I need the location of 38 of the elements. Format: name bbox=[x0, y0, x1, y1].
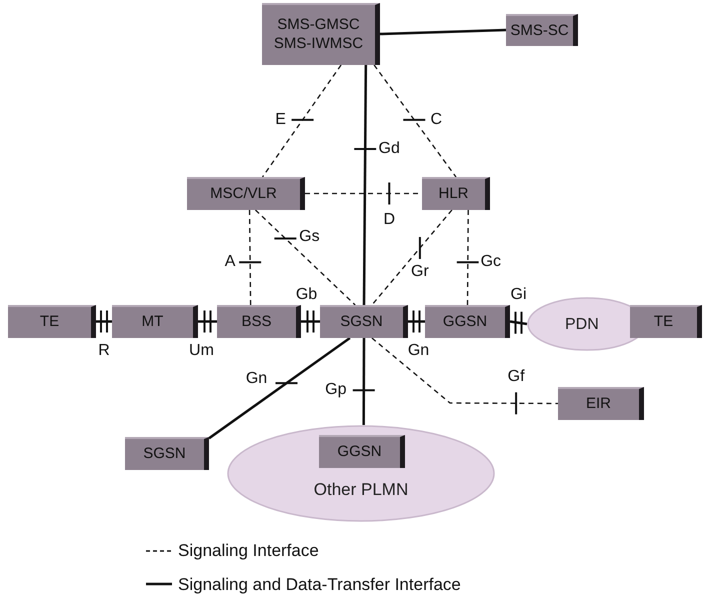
network-element-box: SMS-SC bbox=[506, 14, 578, 46]
network-element-box: TE bbox=[8, 305, 96, 338]
network-element-box: GGSN bbox=[319, 435, 405, 468]
interface-line bbox=[198, 320, 217, 323]
interface-line bbox=[371, 210, 452, 306]
interface-line bbox=[301, 320, 320, 323]
interface-line bbox=[374, 64, 457, 178]
network-label: Other PLMN bbox=[312, 478, 410, 500]
interface-line bbox=[255, 210, 356, 306]
interface-line bbox=[362, 65, 368, 305]
network-label: PDN bbox=[565, 315, 599, 335]
interface-label: Gb bbox=[294, 286, 320, 302]
interface-line bbox=[262, 64, 342, 178]
legend-text: Signaling and Data-Transfer Interface bbox=[178, 574, 461, 596]
network-element-box: HLR bbox=[422, 177, 490, 210]
interface-label: Um bbox=[187, 342, 216, 358]
interface-label: Gp bbox=[323, 382, 348, 398]
network-element-box: SGSN bbox=[125, 437, 209, 470]
network-element-box: EIR bbox=[558, 387, 644, 420]
interface-line bbox=[96, 320, 112, 323]
interface-label: Gs bbox=[297, 228, 322, 244]
interface-line bbox=[208, 336, 351, 440]
network-element-box: SMS-GMSC SMS-IWMSC bbox=[262, 3, 380, 65]
interface-line bbox=[362, 338, 366, 425]
network-element-box: GGSN bbox=[425, 305, 510, 338]
interface-line bbox=[408, 320, 425, 323]
network-element-box: BSS bbox=[217, 305, 301, 338]
interface-label: Gn bbox=[406, 342, 432, 358]
legend-text: Signaling Interface bbox=[178, 540, 319, 562]
network-element-box: SGSN bbox=[320, 305, 408, 338]
interface-line bbox=[510, 320, 528, 326]
network-element-box: MT bbox=[112, 305, 198, 338]
interface-line bbox=[466, 210, 469, 305]
network-element-box: TE bbox=[630, 305, 702, 338]
network-element-box: MSC/VLR bbox=[187, 177, 305, 210]
interface-line bbox=[248, 210, 252, 305]
interface-line bbox=[380, 28, 506, 36]
interface-line bbox=[372, 338, 558, 404]
